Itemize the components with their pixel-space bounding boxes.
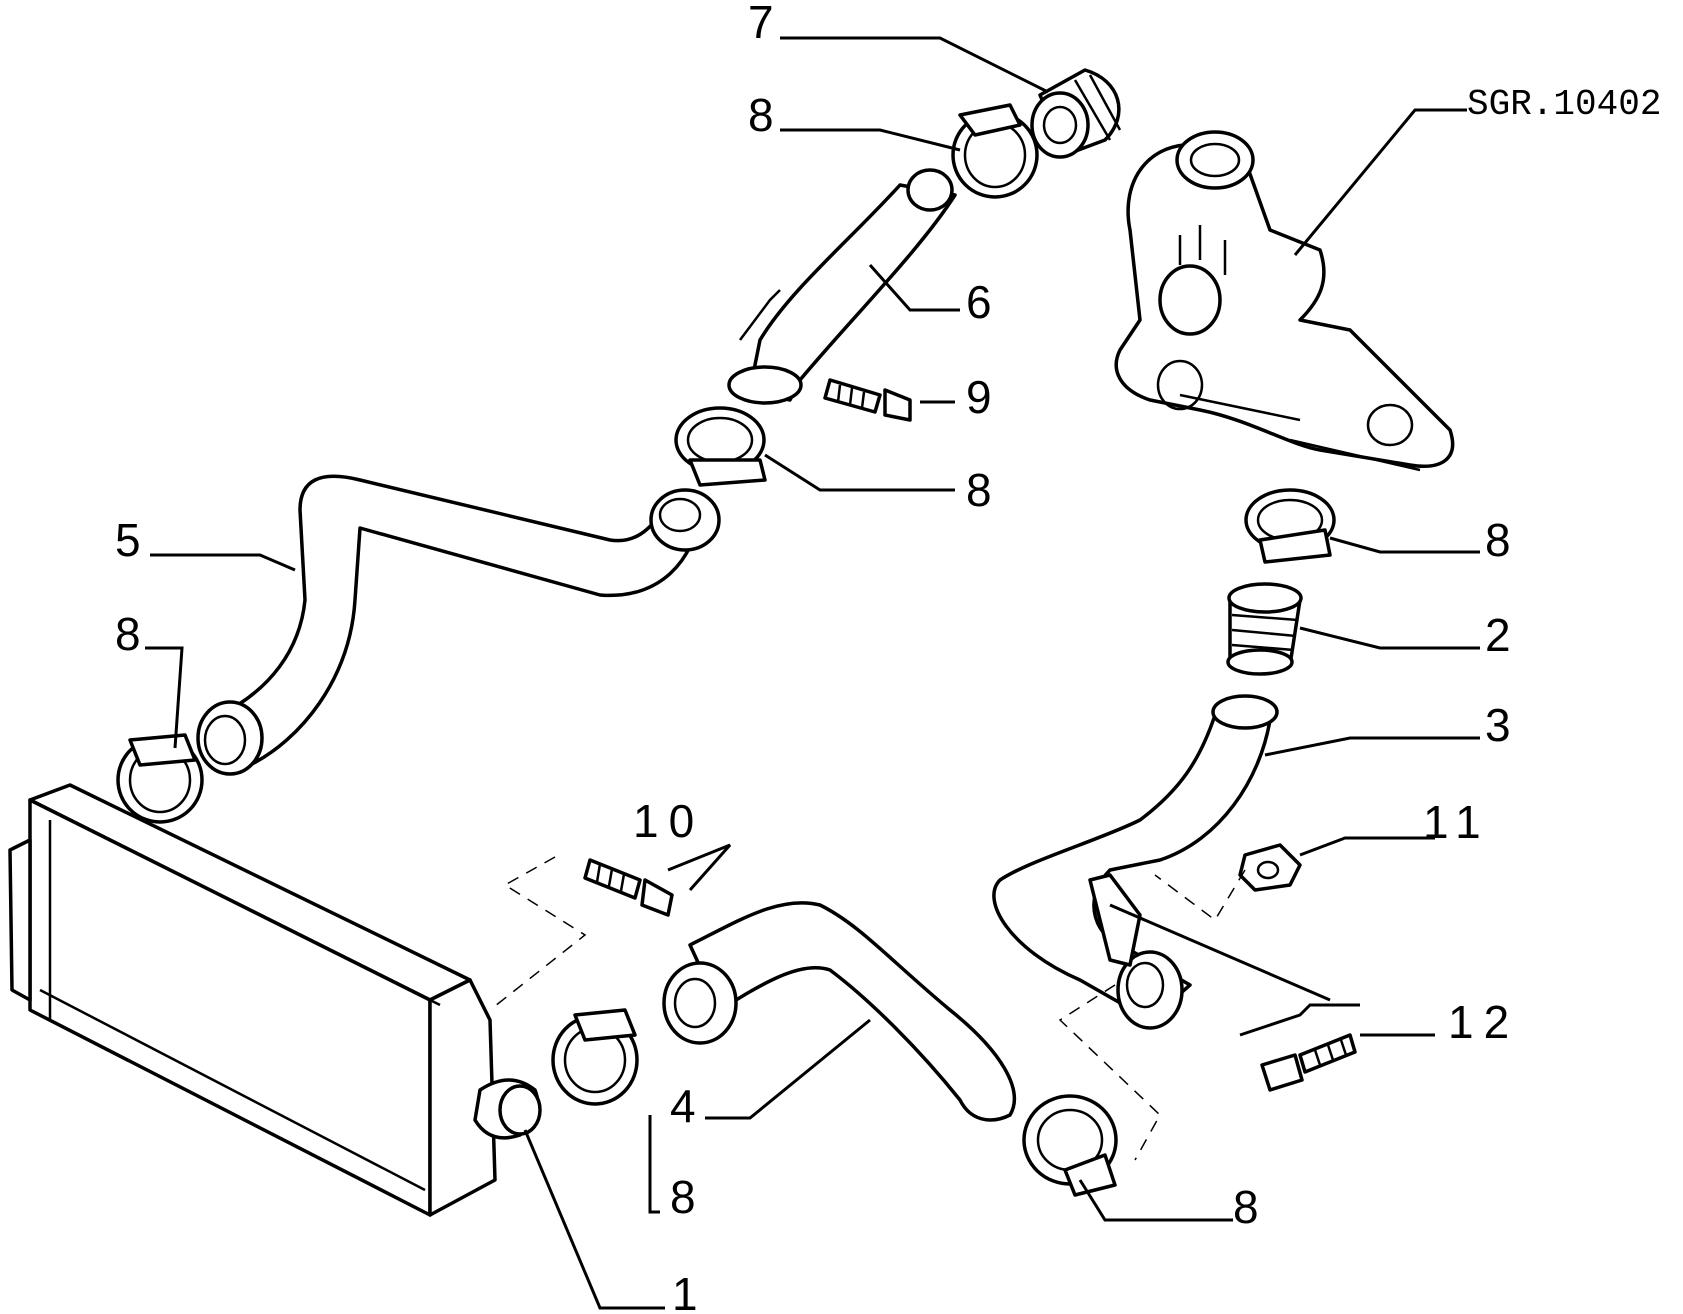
callout-10: 10: [633, 795, 704, 847]
clamp-right: [1244, 488, 1336, 564]
bolt-12: [1260, 1033, 1357, 1092]
bolt-9: [823, 378, 912, 422]
sleeve-2: [1226, 582, 1303, 676]
callout-8-lower-middle: 8: [670, 1171, 696, 1223]
clamp-left: [116, 733, 204, 824]
callout-4: 4: [670, 1080, 696, 1132]
assembly-dashed-lines: [489, 856, 1246, 1161]
hose-3: [992, 694, 1279, 1030]
callout-9: 9: [966, 371, 992, 423]
hose-5: [196, 474, 721, 776]
callout-8-left: 8: [115, 608, 141, 660]
callout-8-right: 8: [1485, 514, 1511, 566]
callout-1: 1: [672, 1268, 698, 1314]
callout-6: 6: [966, 276, 992, 328]
hose-6: [727, 168, 957, 405]
clamp-top: [951, 103, 1039, 199]
intercooler-radiator: [8, 783, 542, 1217]
callout-8-lower-right: 8: [1233, 1181, 1259, 1233]
callout-7: 7: [748, 0, 774, 48]
leader-lines: [145, 36, 1480, 1310]
callout-5: 5: [115, 514, 141, 566]
callout-12: 12: [1448, 996, 1519, 1048]
bolt-10: [583, 858, 674, 917]
clamp-hose6-lower: [674, 406, 767, 487]
callout-3: 3: [1485, 699, 1511, 751]
callout-8-hose6: 8: [966, 464, 992, 516]
clamp-lower-right: [1022, 1094, 1118, 1197]
callout-11: 11: [1423, 796, 1491, 848]
clamp-lower-middle: [551, 1008, 639, 1106]
callout-2: 2: [1485, 609, 1511, 661]
nut-11: [1238, 843, 1302, 892]
reference-code: SGR.10402: [1467, 84, 1661, 125]
sleeve-7: [1030, 68, 1122, 159]
callout-8-top: 8: [748, 89, 774, 141]
hose-4: [662, 900, 1016, 1122]
turbo-housing: [1114, 130, 1455, 472]
